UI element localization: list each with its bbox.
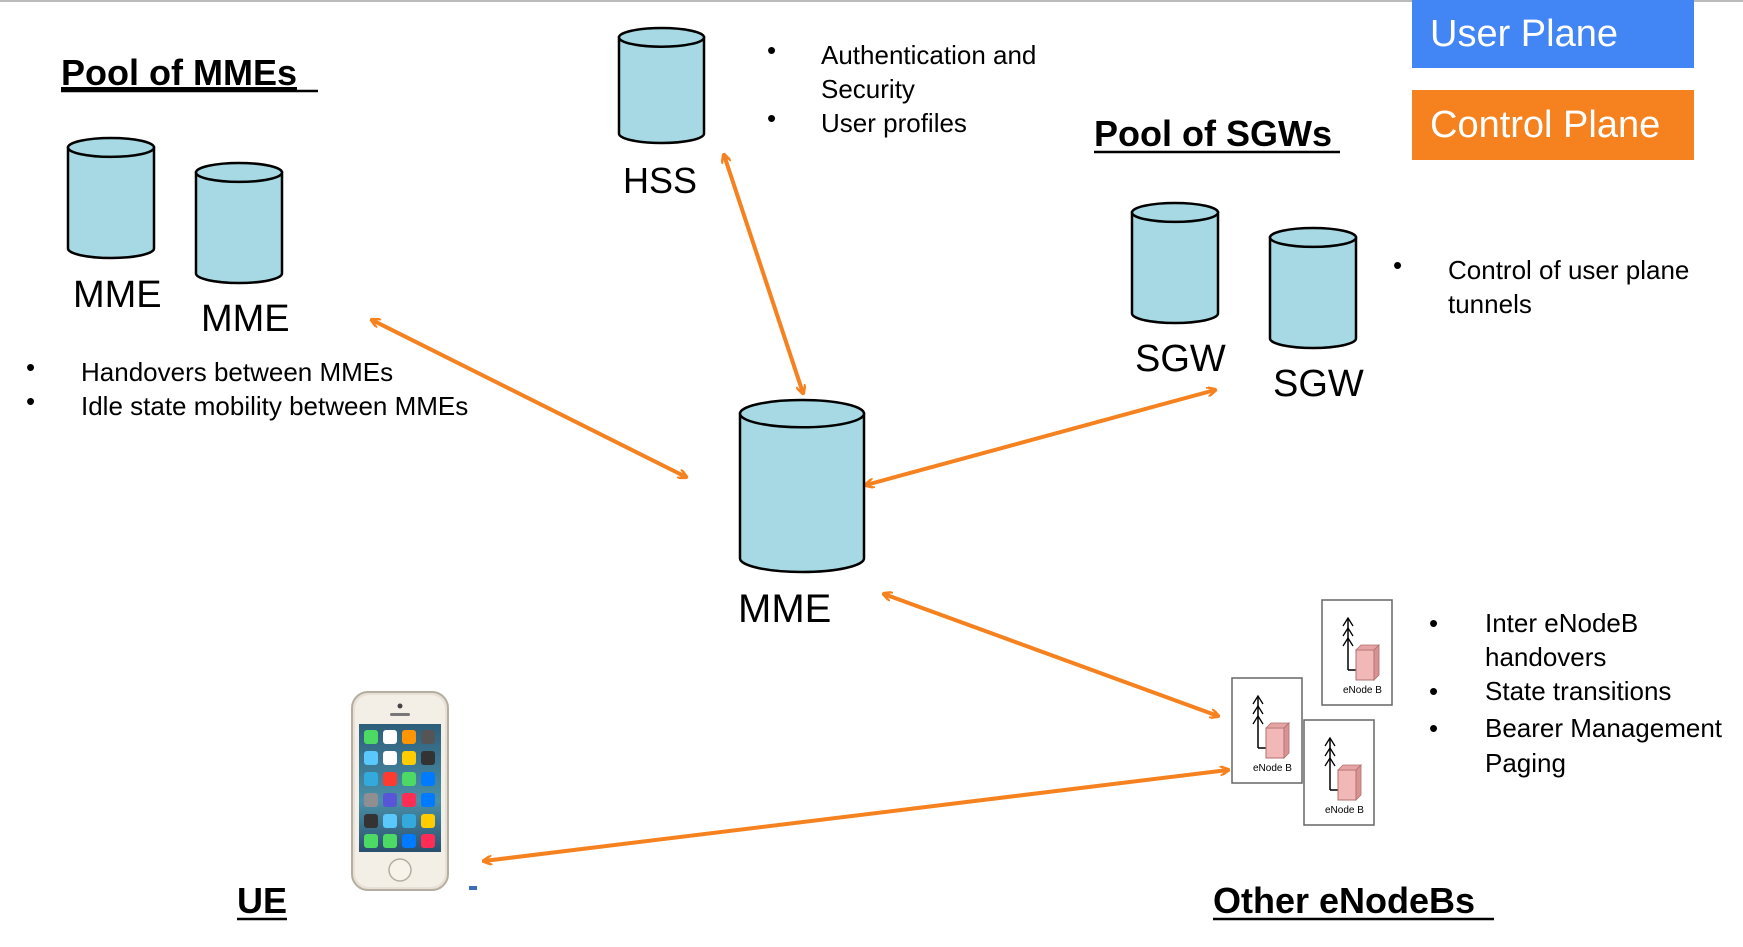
database-cylinder-icon-mme-center <box>738 398 866 574</box>
label-sgw-1: SGW <box>1135 338 1226 380</box>
svg-text:•: • <box>767 103 776 133</box>
app-icon <box>402 730 416 744</box>
app-icon <box>383 772 397 786</box>
app-icon <box>402 772 416 786</box>
svg-text:•: • <box>1393 250 1402 280</box>
svg-text:•: • <box>1429 713 1438 743</box>
bullet-enodeb-1-line-1: Inter eNodeB <box>1485 608 1638 638</box>
dock-app-icon <box>383 834 397 848</box>
bullet-enodeb-3-line-2: Paging <box>1485 748 1566 778</box>
arrow-mme-sgw <box>866 390 1215 485</box>
app-icon <box>383 751 397 765</box>
heading-ue: UE <box>237 880 287 921</box>
svg-text:•: • <box>26 352 35 382</box>
enodeb-icon: eNode B <box>1303 719 1375 826</box>
app-icon <box>364 772 378 786</box>
bullet-enodeb-3-line-1: Bearer Management <box>1485 713 1723 743</box>
app-icon <box>402 793 416 807</box>
app-icon <box>364 814 378 828</box>
arrow-mme-enodeb <box>884 594 1218 716</box>
svg-text:•: • <box>1429 676 1438 706</box>
legend-control-plane: Control Plane <box>1412 90 1694 160</box>
legend-user-plane: User Plane <box>1412 0 1694 68</box>
app-icon <box>383 793 397 807</box>
enodeb-2-label: eNode B <box>1253 763 1292 774</box>
app-icon <box>402 751 416 765</box>
bullet-enodeb-2: State transitions <box>1485 676 1671 706</box>
svg-text:•: • <box>26 386 35 416</box>
arrow-mmepool-mme <box>372 320 686 477</box>
smartphone-icon <box>351 691 449 891</box>
arrow-hss-mme <box>724 155 803 393</box>
label-mme-center: MME <box>738 587 831 631</box>
database-cylinder-icon-mme-pool-1 <box>66 136 156 260</box>
bullet-mme-pool-2: Idle state mobility between MMEs <box>81 391 468 421</box>
app-icon <box>421 751 435 765</box>
heading-pool-mmes: Pool of MMEs <box>61 52 297 93</box>
database-cylinder-icon-mme-pool-2 <box>194 161 284 285</box>
enodeb-icon: eNode B <box>1231 677 1303 784</box>
database-cylinder-icon-sgw-1 <box>1130 201 1220 325</box>
app-icon <box>383 814 397 828</box>
app-icon <box>364 730 378 744</box>
app-icon <box>421 793 435 807</box>
label-hss: HSS <box>623 160 697 201</box>
app-icon <box>383 730 397 744</box>
heading-other-enodebs: Other eNodeBs <box>1213 880 1475 921</box>
bullets-mme-pool: • Handovers between MMEs • Idle state mo… <box>26 352 468 421</box>
legend-user-plane-label: User Plane <box>1430 13 1618 55</box>
database-cylinder-icon-sgw-2 <box>1268 226 1358 350</box>
app-icon <box>364 751 378 765</box>
bullets-sgw: • Control of user plane tunnels <box>1393 250 1689 319</box>
app-icon <box>421 772 435 786</box>
database-cylinder-icon-hss <box>617 26 706 145</box>
svg-text:•: • <box>1429 608 1438 638</box>
database-cylinders <box>66 26 1358 574</box>
app-icon <box>402 814 416 828</box>
app-icon <box>421 730 435 744</box>
small-marker <box>469 886 477 890</box>
bullet-mme-pool-1: Handovers between MMEs <box>81 357 393 387</box>
bullet-hss-2: User profiles <box>821 108 967 138</box>
label-sgw-2: SGW <box>1273 363 1364 405</box>
bullets-hss: • Authentication and Security • User pro… <box>767 35 1036 138</box>
dock-app-icon <box>402 834 416 848</box>
legend-control-plane-label: Control Plane <box>1430 104 1661 146</box>
connection-arrows <box>372 155 1228 861</box>
label-mme-pool-1: MME <box>73 274 162 316</box>
bullet-hss-1-line-1: Authentication and <box>821 40 1036 70</box>
bullets-enodeb: • Inter eNodeB handovers • State transit… <box>1429 608 1723 778</box>
enodeb-icon: eNode B <box>1321 599 1393 706</box>
bullet-hss-1-line-2: Security <box>821 74 915 104</box>
app-icon <box>364 793 378 807</box>
bullet-sgw-1-line-2: tunnels <box>1448 289 1532 319</box>
enodeb-3-label: eNode B <box>1325 805 1364 816</box>
enodeb-1-label: eNode B <box>1343 685 1382 696</box>
dock-app-icon <box>364 834 378 848</box>
app-icon <box>421 814 435 828</box>
arrow-ue-enodeb <box>484 770 1228 861</box>
app-icons <box>364 730 435 848</box>
bullet-enodeb-1-line-2: handovers <box>1485 642 1606 672</box>
dock-app-icon <box>421 834 435 848</box>
heading-pool-sgws: Pool of SGWs <box>1094 113 1332 154</box>
label-mme-pool-2: MME <box>201 298 290 340</box>
bullet-sgw-1-line-1: Control of user plane <box>1448 255 1689 285</box>
svg-text:•: • <box>767 35 776 65</box>
